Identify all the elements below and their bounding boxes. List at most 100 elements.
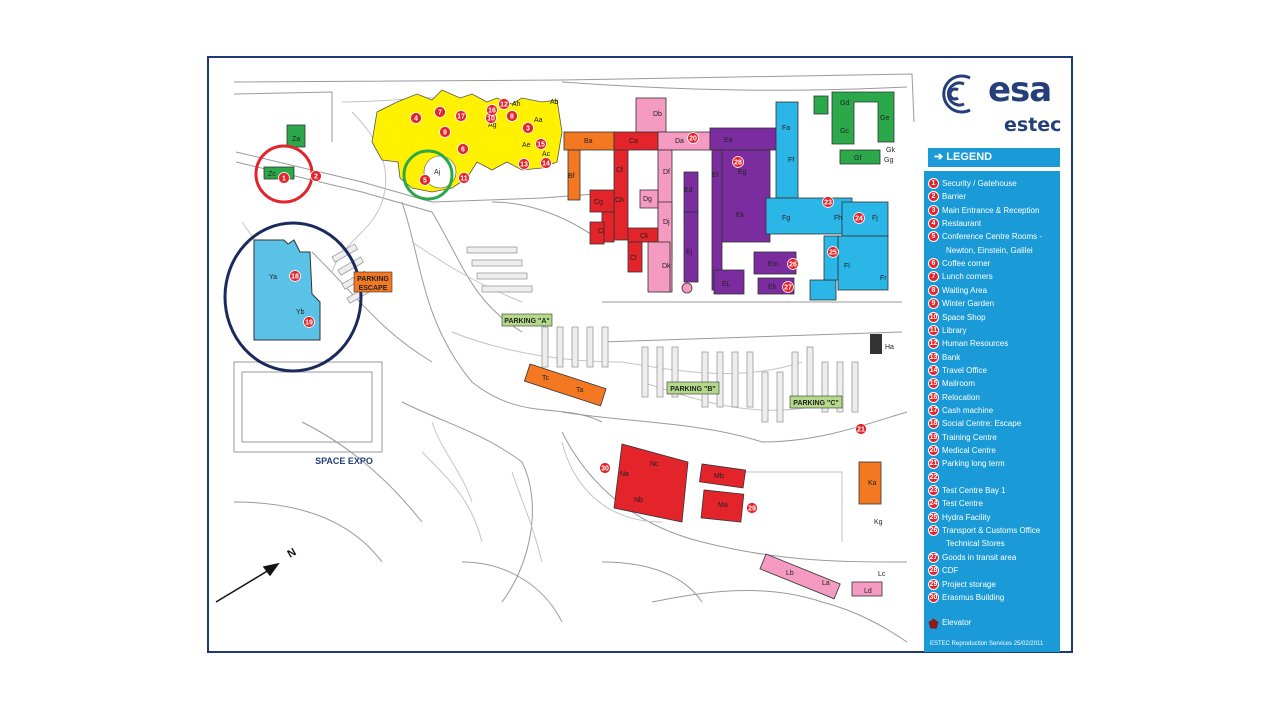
legend-item-label: Travel Office	[942, 365, 987, 375]
svg-text:Fg: Fg	[782, 215, 790, 222]
map-marker-29	[746, 502, 758, 514]
svg-text:Zc: Zc	[268, 171, 276, 178]
map-marker-14	[540, 157, 552, 169]
svg-text:Gd: Gd	[840, 100, 849, 107]
map-marker-9	[439, 126, 451, 138]
building-gc-ge	[831, 91, 895, 145]
building-ef	[711, 149, 723, 291]
svg-text:Ma: Ma	[718, 502, 728, 509]
building-fj	[841, 201, 889, 237]
legend-number-badge: 19	[928, 431, 939, 443]
svg-text:Lc: Lc	[878, 571, 886, 578]
map-marker-number: 2	[314, 174, 318, 181]
map-marker-13	[518, 158, 530, 170]
legend-item-label: Relocation	[942, 392, 980, 402]
svg-text:Ca: Ca	[629, 138, 638, 145]
svg-text:Ef: Ef	[712, 172, 719, 179]
svg-text:Ka: Ka	[868, 480, 877, 487]
legend-item-label: Erasmus Building	[942, 592, 1005, 602]
parking-a-label: PARKING "A"	[504, 318, 549, 325]
legend-item-label: CDF	[942, 566, 959, 576]
legend-item-label: Test Centre Bay 1	[942, 486, 1006, 496]
road-network	[233, 73, 915, 643]
svg-text:Gk: Gk	[886, 147, 895, 154]
svg-text:Ck: Ck	[640, 233, 649, 240]
building-da	[657, 131, 711, 151]
legend-number-badge: 24	[928, 498, 939, 510]
map-marker-number: 9	[443, 130, 447, 137]
map-marker-number: 20	[689, 136, 697, 143]
svg-text:Na: Na	[620, 471, 629, 478]
building-na-nb	[613, 443, 689, 523]
building-25	[823, 235, 839, 281]
svg-text:Gf: Gf	[854, 155, 861, 162]
svg-text:Ge: Ge	[880, 115, 889, 122]
svg-text:Ag: Ag	[488, 122, 497, 129]
legend-number-badge: 4	[928, 218, 939, 230]
map-marker-23	[822, 196, 834, 208]
legend-item-label: Cash machine	[942, 405, 994, 415]
legend-item-label: Barrier	[942, 192, 967, 202]
parking-labels: PARKING ESCAPE PARKING "A" PARKING "B" P…	[353, 271, 843, 409]
map-marker-number: 13	[520, 162, 528, 169]
north-arrow: N	[215, 546, 298, 603]
esa-logo-text: esa	[988, 70, 1052, 110]
lab-buildings	[589, 131, 747, 523]
legend-number-badge: 20	[928, 445, 939, 456]
legend-number-badge: 27	[928, 551, 939, 563]
site-map: PARKING ESCAPE PARKING "A" PARKING "B" P…	[215, 73, 915, 643]
building-fl-small	[809, 279, 837, 301]
map-marker-number: 27	[784, 285, 792, 292]
legend-number-badge: 26	[928, 525, 939, 537]
legend-item-label: Restaurant	[942, 219, 982, 229]
map-marker-number: 11	[460, 176, 468, 183]
svg-text:Df: Df	[663, 169, 670, 176]
test-centre-buildings	[683, 127, 797, 295]
elevator-icon	[928, 618, 939, 629]
legend-number-badge: 29	[928, 578, 939, 590]
legend-item-label: Lunch corners	[942, 272, 993, 282]
legend-item-label: Social Centre: Escape	[942, 419, 1022, 429]
esa-globe-icon	[942, 74, 971, 114]
svg-text:Ba: Ba	[584, 138, 593, 145]
svg-text:Fl: Fl	[844, 263, 850, 270]
building-ld	[851, 581, 883, 597]
building-fa	[775, 101, 799, 199]
legend-number-badge: 18	[928, 418, 939, 430]
legend-item-label: Medical Centre	[942, 446, 996, 455]
building-escape	[253, 239, 321, 341]
map-marker-6	[457, 143, 469, 155]
map-marker-number: 8	[510, 114, 514, 121]
building-fg-fh	[765, 197, 853, 235]
building-el	[713, 269, 745, 295]
legend-item-label: Conference Centre Rooms -	[942, 232, 1043, 242]
technical-buildings	[765, 101, 889, 301]
map-marker-number: 23	[824, 200, 832, 207]
map-marker-number: 7	[438, 110, 442, 117]
legend-number-badge: 17	[928, 404, 939, 416]
svg-text:Db: Db	[653, 111, 662, 118]
map-marker-number: 21	[857, 427, 865, 434]
map-marker-15	[535, 138, 547, 150]
svg-text:Kg: Kg	[874, 519, 883, 526]
building-labels: Za Zc Ya Yb Ba Ca Da Db Ea Fa Gd Gc Ge G…	[268, 99, 895, 595]
map-marker-27	[782, 281, 794, 293]
building-cj	[589, 221, 605, 245]
svg-text:Yb: Yb	[296, 309, 305, 316]
building-dk	[647, 241, 671, 293]
map-marker-5	[419, 174, 431, 186]
map-marker-number: 29	[748, 506, 756, 513]
map-marker-number: 14	[542, 161, 550, 168]
map-marker-26	[787, 258, 799, 270]
svg-text:Ld: Ld	[864, 588, 872, 595]
svg-text:Cl: Cl	[630, 255, 637, 262]
map-marker-number: 10	[487, 116, 495, 123]
legend-number-badge: 14	[928, 364, 939, 376]
svg-text:Ab: Ab	[550, 99, 559, 106]
legend-number-badge: 16	[928, 391, 939, 403]
legend-number-badge: 7	[928, 271, 939, 283]
map-marker-number: 1	[282, 176, 286, 183]
legend-panel	[924, 171, 1060, 652]
legend-item-label: Goods in transit area	[942, 552, 1017, 562]
